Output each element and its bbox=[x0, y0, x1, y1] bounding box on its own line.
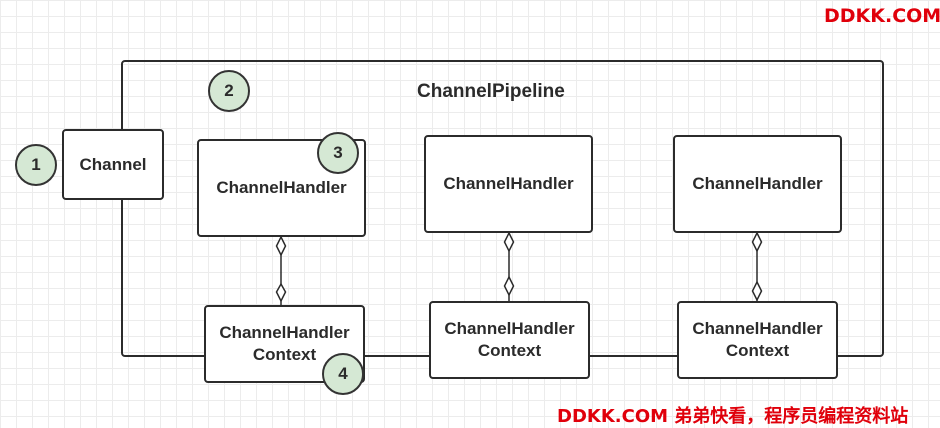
badge-1: 1 bbox=[15, 144, 57, 186]
diamond-bottom-2 bbox=[503, 275, 515, 297]
channel-handler-context-box-2: ChannelHandler Context bbox=[429, 301, 590, 379]
diamond-top-3 bbox=[751, 231, 763, 253]
diamond-top-2 bbox=[503, 231, 515, 253]
pipeline-title: ChannelPipeline bbox=[417, 81, 565, 102]
badge-4: 4 bbox=[322, 353, 364, 395]
watermark-top: DDKK.COM bbox=[824, 5, 940, 27]
channel-box: Channel bbox=[62, 129, 164, 200]
context-link-1-2 bbox=[364, 355, 430, 357]
channel-handler-box-2: ChannelHandler bbox=[424, 135, 593, 233]
channel-handler-box-3: ChannelHandler bbox=[673, 135, 842, 233]
context-label-line2: Context bbox=[725, 341, 790, 360]
context-label-line1: ChannelHandler bbox=[444, 319, 575, 338]
badge-2: 2 bbox=[208, 70, 250, 112]
channel-label: Channel bbox=[79, 154, 147, 174]
diamond-bottom-3 bbox=[751, 280, 763, 302]
context-label-line2: Context bbox=[252, 345, 317, 364]
channel-handler-box-1: ChannelHandler bbox=[197, 139, 366, 237]
badge-3: 3 bbox=[317, 132, 359, 174]
diamond-bottom-1 bbox=[275, 282, 287, 303]
watermark-bottom: DDKK.COM 弟弟快看，程序员编程资料站 bbox=[557, 406, 909, 427]
channel-handler-label: ChannelHandler bbox=[216, 178, 347, 197]
channel-handler-label: ChannelHandler bbox=[692, 174, 823, 193]
diamond-top-1 bbox=[275, 235, 287, 257]
channel-handler-context-box-3: ChannelHandler Context bbox=[677, 301, 838, 379]
context-label-line2: Context bbox=[477, 341, 542, 360]
context-label-line1: ChannelHandler bbox=[219, 323, 350, 342]
channel-handler-label: ChannelHandler bbox=[443, 174, 574, 193]
context-label-line1: ChannelHandler bbox=[692, 319, 823, 338]
context-link-2-3 bbox=[589, 355, 679, 357]
